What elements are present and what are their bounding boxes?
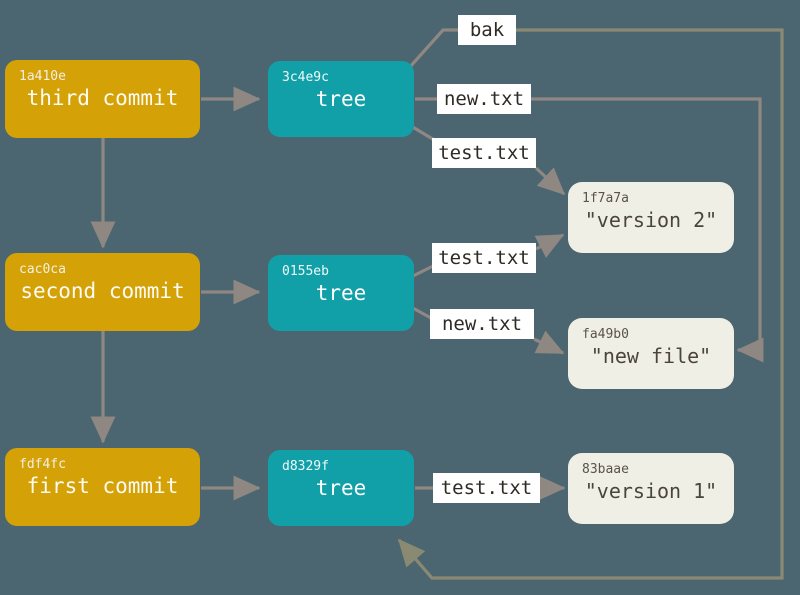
tree-node-d8329f[interactable]: d8329f tree	[268, 450, 414, 526]
edge-newtxt-to-fa49b0	[531, 97, 764, 363]
tree-node-3c4e9c[interactable]: 3c4e9c tree	[268, 61, 414, 137]
tree-label: tree	[315, 281, 367, 305]
commit-hash: 1a410e	[19, 69, 66, 84]
edge-label-test-txt-bottom: test.txt	[433, 473, 540, 503]
tree-hash: d8329f	[282, 459, 329, 474]
commit-label: first commit	[26, 474, 179, 498]
commit-node-cac0ca[interactable]: cac0ca second commit	[5, 253, 200, 331]
tree-hash: 3c4e9c	[282, 70, 329, 85]
edge-testtxt-to-1f7a7a	[534, 166, 566, 196]
edge-label-new-txt-top: new.txt	[437, 84, 531, 114]
blob-node-1f7a7a[interactable]: 1f7a7a "version 2"	[568, 182, 734, 253]
edge-bak-to-d8329f	[397, 28, 784, 580]
edge-label-bak: bak	[458, 15, 516, 45]
commit-hash: cac0ca	[19, 262, 66, 277]
tree-hash: 0155eb	[282, 264, 329, 279]
blob-label: "new file"	[590, 344, 712, 368]
tree-label: tree	[315, 87, 367, 111]
blob-hash: fa49b0	[582, 327, 629, 342]
commit-node-fdf4fc[interactable]: fdf4fc first commit	[5, 448, 200, 526]
edge-0155eb-to-fa49b0	[533, 330, 565, 355]
tree-node-0155eb[interactable]: 0155eb tree	[268, 255, 414, 331]
blob-label: "version 2"	[584, 208, 718, 232]
commit-label: third commit	[26, 86, 179, 110]
blob-node-83baae[interactable]: 83baae "version 1"	[568, 453, 734, 524]
blob-node-fa49b0[interactable]: fa49b0 "new file"	[568, 318, 734, 389]
tree-label: tree	[315, 476, 367, 500]
commit-hash: fdf4fc	[19, 457, 66, 472]
commit-node-1a410e[interactable]: 1a410e third commit	[5, 60, 200, 138]
edge-0155eb-to-1f7a7a	[534, 233, 565, 258]
edge-3c4e9c-bak-left	[407, 28, 458, 70]
commit-label: second commit	[20, 279, 185, 303]
edge-label-new-txt-mid: new.txt	[430, 309, 534, 339]
blob-hash: 1f7a7a	[582, 191, 629, 206]
blob-label: "version 1"	[584, 479, 718, 503]
edge-label-test-txt-mid: test.txt	[432, 243, 536, 273]
blob-hash: 83baae	[582, 462, 629, 477]
edge-label-test-txt-top: test.txt	[432, 138, 536, 168]
